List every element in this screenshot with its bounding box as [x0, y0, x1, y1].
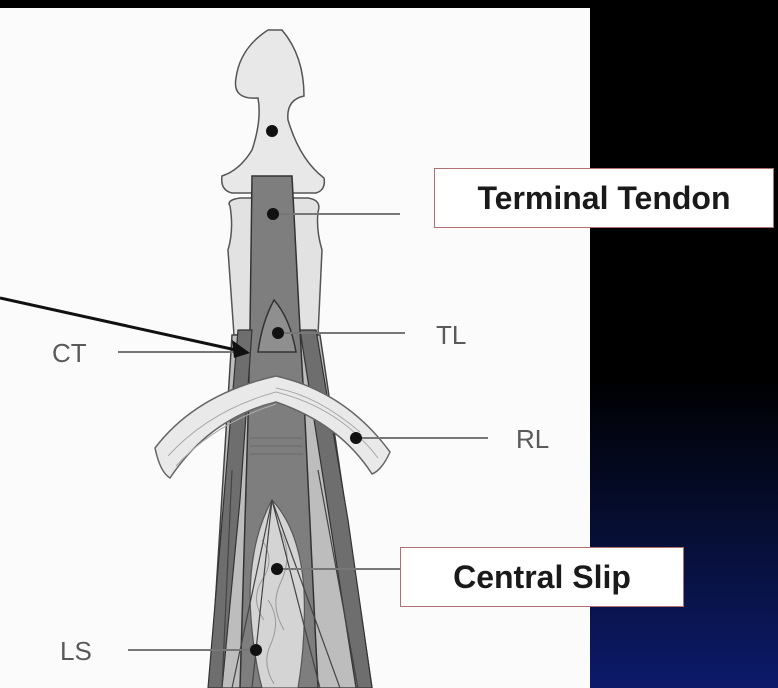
- terminal-tendon-label: Terminal Tendon: [434, 168, 774, 228]
- ls-label: LS: [60, 636, 92, 667]
- central-slip-label: Central Slip: [400, 547, 684, 607]
- pointer-arrow: [0, 298, 236, 350]
- distal-phalanx: [222, 30, 325, 193]
- rl-label: RL: [516, 424, 549, 455]
- ct-label: CT: [52, 338, 87, 369]
- tl-label: TL: [436, 320, 466, 351]
